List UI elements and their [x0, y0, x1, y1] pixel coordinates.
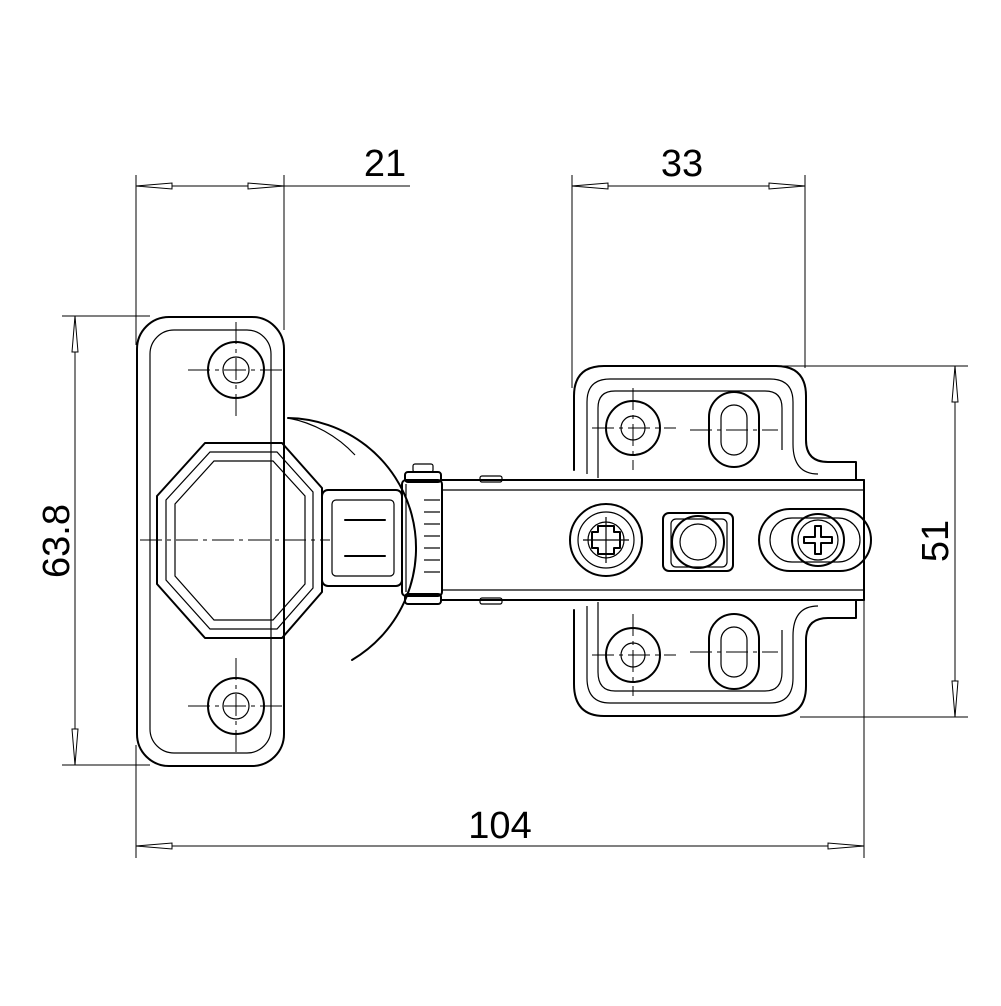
dimension-label-104: 104 — [468, 805, 531, 847]
dimension-plate-width: 33 — [571, 143, 806, 388]
side-adjust-screw — [758, 508, 872, 572]
mounting-plate — [573, 365, 857, 717]
hinge-knuckle — [321, 463, 443, 605]
dimension-label-63-8: 63.8 — [36, 504, 78, 578]
depth-adjust-screw — [569, 503, 643, 577]
dimension-plate-height: 51 — [782, 365, 968, 718]
dimension-label-21: 21 — [364, 143, 406, 185]
cup-screw-hole-top — [188, 322, 286, 418]
plate-screw-hole-top — [592, 388, 676, 470]
hinge-arm — [441, 475, 865, 605]
dimension-label-33: 33 — [661, 143, 703, 185]
arm-rivet-slot — [662, 512, 734, 572]
plate-adjustment-slot-top — [690, 391, 778, 468]
dimension-cup-offset: 21 — [135, 143, 410, 345]
plate-screw-hole-bottom — [592, 614, 676, 696]
plate-adjustment-slot-bottom — [690, 613, 778, 690]
cup-screw-hole-bottom — [188, 658, 286, 754]
dimension-label-51: 51 — [915, 520, 957, 562]
cup-plate — [136, 316, 417, 767]
dimension-cup-height: 63.8 — [36, 315, 150, 766]
dimension-overall-length: 104 — [135, 600, 865, 858]
